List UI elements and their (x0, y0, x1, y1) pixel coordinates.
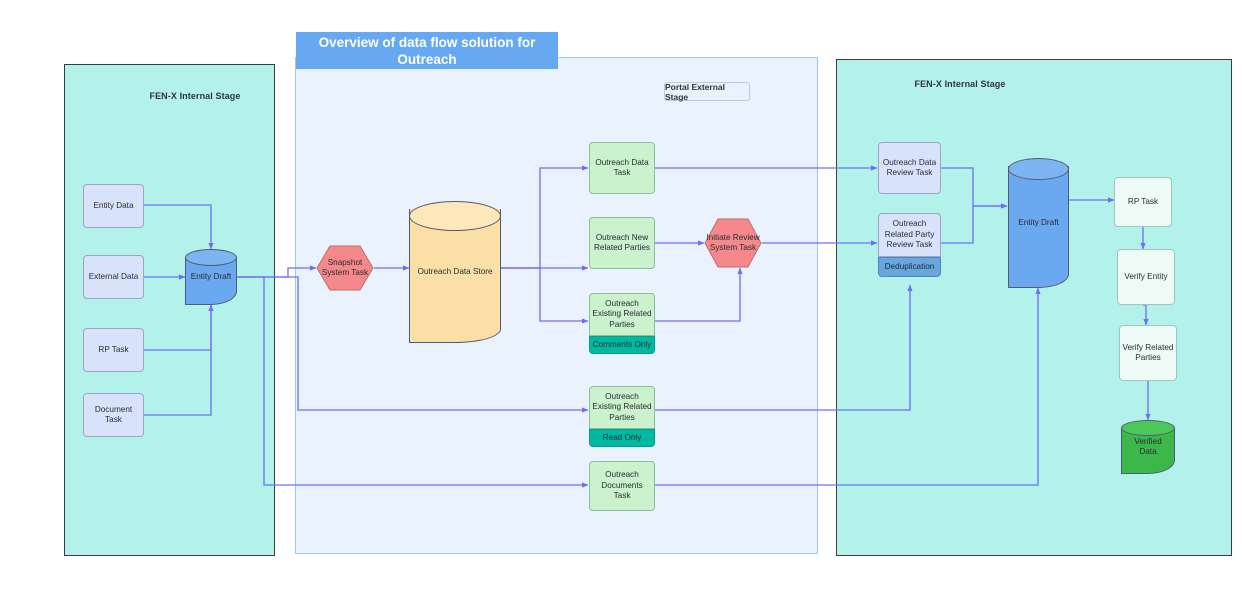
lane-left-title: FEN-X Internal Stage (149, 91, 241, 101)
lane-portal-external (295, 57, 818, 554)
hexagon-shape (316, 245, 374, 291)
diagram-title-banner: Overview of data flow solution for Outre… (296, 32, 558, 69)
lane-right-title: FEN-X Internal Stage (914, 79, 1006, 89)
node-snapshot-system-task[interactable]: Snapshot System Task (316, 245, 374, 291)
node-document-task[interactable]: Document Task (83, 393, 144, 437)
node-initiate-review-system-task-label: Initiate Review System Task (706, 232, 760, 253)
node-outreach-related-party-review-task[interactable]: Outreach Related Party Review Task (878, 213, 941, 257)
cylinder-top (185, 249, 237, 266)
store-entity-draft-left-label: Entity Draft (190, 271, 232, 281)
store-entity-draft-right-label: Entity Draft (1018, 217, 1059, 227)
node-verify-related-parties[interactable]: Verify Related Parties (1119, 325, 1177, 381)
badge-comments-only: Comments Only (589, 336, 655, 354)
lane-fenx-internal-right (836, 59, 1232, 556)
cylinder-body (1008, 166, 1069, 288)
node-outreach-data-task[interactable]: Outreach Data Task (589, 142, 655, 194)
badge-read-only: Read Only (589, 429, 655, 447)
node-external-data[interactable]: External Data (83, 255, 144, 299)
node-outreach-documents-task[interactable]: Outreach Documents Task (589, 461, 655, 511)
badge-deduplication: Deduplication (878, 257, 941, 277)
node-outreach-new-related-parties[interactable]: Outreach New Related Parties (589, 217, 655, 269)
cylinder-body (409, 209, 501, 343)
node-verify-entity[interactable]: Verify Entity (1117, 249, 1175, 305)
store-outreach-data-store[interactable]: Outreach Data Store (409, 201, 501, 343)
hexagon-shape (704, 218, 762, 268)
tag-portal-external-stage: Portal External Stage (664, 82, 750, 102)
store-verified-data[interactable]: Verified Data (1121, 420, 1175, 474)
node-initiate-review-system-task[interactable]: Initiate Review System Task (704, 218, 762, 268)
node-rp-task-right[interactable]: RP Task (1114, 177, 1172, 227)
store-verified-data-label: Verified Data (1134, 436, 1162, 457)
cylinder-top (1121, 420, 1175, 436)
node-outreach-existing-related-parties-readonly[interactable]: Outreach Existing Related Parties (589, 386, 655, 429)
lane-fenx-internal-left (64, 64, 275, 556)
store-outreach-data-store-label: Outreach Data Store (417, 266, 493, 276)
node-outreach-existing-related-parties-comments[interactable]: Outreach Existing Related Parties (589, 293, 655, 336)
node-rp-task[interactable]: RP Task (83, 328, 144, 372)
node-entity-data[interactable]: Entity Data (83, 184, 144, 228)
store-entity-draft-left[interactable]: Entity Draft (185, 249, 237, 305)
cylinder-top (409, 201, 501, 231)
node-snapshot-system-task-label: Snapshot System Task (321, 257, 369, 278)
store-entity-draft-right[interactable]: Entity Draft (1008, 158, 1069, 288)
node-outreach-data-review-task[interactable]: Outreach Data Review Task (878, 142, 941, 194)
cylinder-top (1008, 158, 1069, 180)
